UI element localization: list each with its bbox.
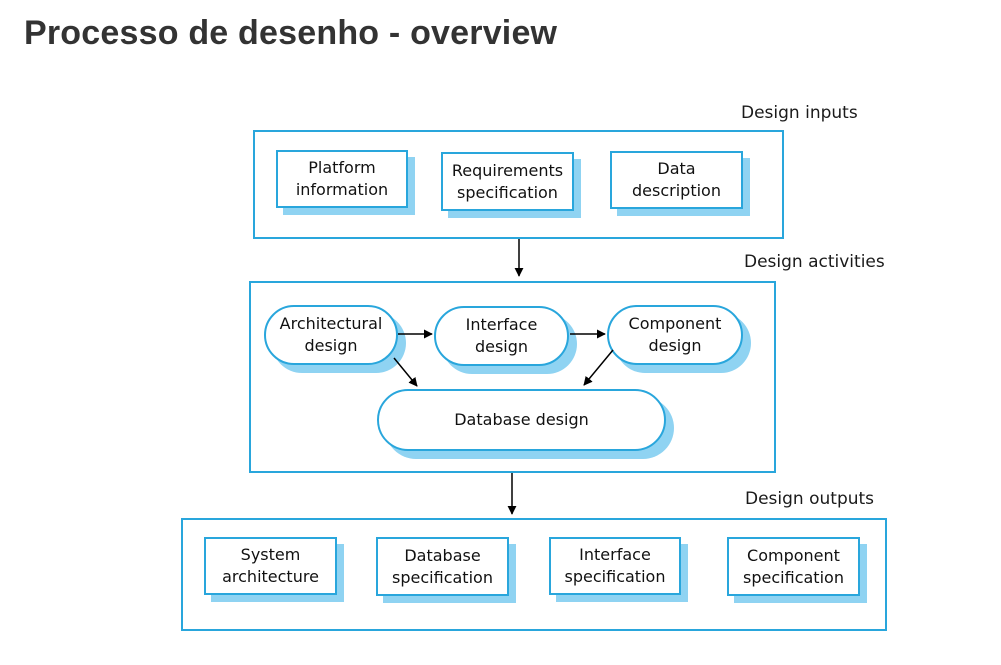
architectural-design-label: Architectural design [279, 314, 383, 355]
component-design-label: Component design [628, 314, 722, 355]
database-design-activity: Database design [377, 389, 666, 451]
interface-specification-label: Interface specification [564, 545, 666, 586]
database-design-label: Database design [454, 410, 589, 430]
interface-design-activity: Interface design [434, 306, 569, 366]
platform-information-label: Platform information [295, 158, 389, 199]
data-description-label: Data description [632, 159, 721, 200]
interface-design-label: Interface design [465, 315, 538, 356]
database-specification-box: Database specification [376, 537, 509, 596]
requirements-specification-box: Requirements specification [441, 152, 574, 211]
data-description-box: Data description [610, 151, 743, 209]
database-specification-label: Database specification [392, 545, 493, 587]
design-activities-label: Design activities [744, 252, 885, 272]
component-design-activity: Component design [607, 305, 743, 365]
design-inputs-label: Design inputs [741, 103, 858, 123]
system-architecture-label: System architecture [222, 545, 319, 586]
component-specification-label: Component specification [743, 545, 844, 587]
component-specification-box: Component specification [727, 537, 860, 596]
architectural-design-activity: Architectural design [264, 305, 398, 365]
requirements-specification-label: Requirements specification [451, 160, 564, 202]
platform-information-box: Platform information [276, 150, 408, 208]
interface-specification-box: Interface specification [549, 537, 681, 595]
system-architecture-box: System architecture [204, 537, 337, 595]
page-title: Processo de desenho - overview [24, 14, 558, 52]
design-outputs-label: Design outputs [745, 489, 875, 509]
